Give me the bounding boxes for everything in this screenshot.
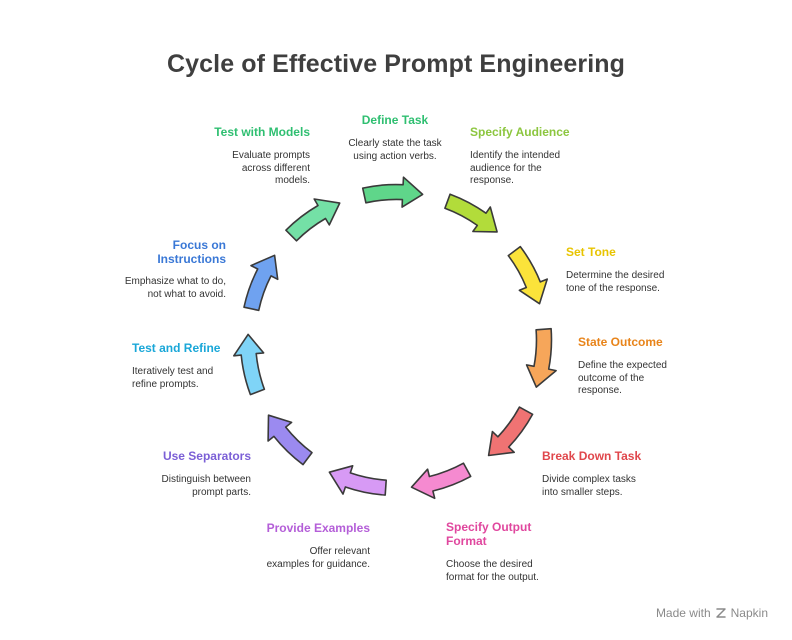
arrow-focus-on-instructions <box>243 254 279 312</box>
napkin-watermark: Made with Napkin <box>656 606 768 620</box>
step-title-provide-examples: Provide Examples <box>266 521 370 535</box>
arrow-test-with-models <box>285 198 341 242</box>
step-title-test-and-refine: Test and Refine <box>132 341 221 355</box>
arrow-state-outcome <box>525 327 557 388</box>
step-title-specify-audience: Specify Audience <box>470 125 570 139</box>
made-with-label: Made with <box>655 606 711 620</box>
arrow-use-separators <box>267 414 313 466</box>
step-title-set-tone: Set Tone <box>566 245 616 259</box>
napkin-brand-label: Napkin <box>730 606 768 620</box>
arrow-define-task <box>361 176 424 208</box>
arrow-break-down-task <box>487 406 534 457</box>
step-title-break-down-task: Break Down Task <box>542 449 642 463</box>
step-title-state-outcome: State Outcome <box>578 335 663 349</box>
arrow-provide-examples <box>328 465 387 496</box>
step-title-specify-output-format: Specify Output Format <box>446 520 532 548</box>
step-desc-focus-on-instructions: Emphasize what to do,not what to avoid. <box>124 276 226 300</box>
arrow-specify-audience <box>444 193 498 233</box>
napkin-logo-icon <box>715 608 726 618</box>
step-title-define-task: Define Task <box>361 113 429 127</box>
arrow-test-and-refine <box>233 333 266 396</box>
arrow-set-tone <box>507 245 548 305</box>
step-title-test-with-models: Test with Models <box>214 125 310 139</box>
arrow-specify-output-format <box>410 462 472 500</box>
diagram-title: Cycle of Effective Prompt Engineering <box>167 50 625 78</box>
step-title-focus-on-instructions: Focus on Instructions <box>157 238 226 266</box>
step-title-use-separators: Use Separators <box>162 449 251 463</box>
